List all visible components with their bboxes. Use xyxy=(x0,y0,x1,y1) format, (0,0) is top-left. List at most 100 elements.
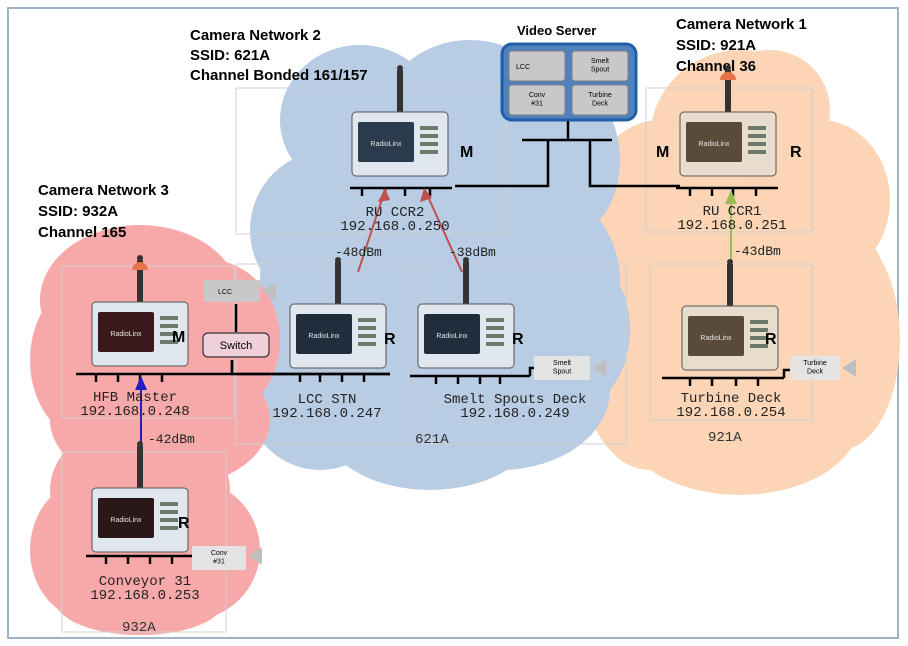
switch[interactable]: Switch xyxy=(202,332,270,358)
arrow-conveyor-hfb xyxy=(135,376,147,390)
status-led xyxy=(420,142,438,146)
network-1-ssid: SSID: 921A xyxy=(676,37,756,54)
network-3-label: Camera Network 3 SSID: 932A Channel 165 xyxy=(38,182,169,241)
status-led xyxy=(750,344,768,348)
radio-ip: 192.168.0.250 xyxy=(340,219,449,235)
network-1-label: Camera Network 1 SSID: 921A Channel 36 xyxy=(676,16,807,75)
link-lcc-ccr2 xyxy=(357,189,386,273)
signal-turbine: -43dBm xyxy=(734,244,781,259)
network-3-ssid: SSID: 932A xyxy=(38,203,118,220)
status-led xyxy=(750,328,768,332)
status-led xyxy=(486,326,504,330)
camera-conv-body[interactable] xyxy=(192,546,246,570)
signal-flag-icon xyxy=(132,262,148,270)
zone-921A-label: 921A xyxy=(708,430,742,446)
zone-932A-label: 932A xyxy=(122,620,156,636)
status-led xyxy=(160,502,178,506)
radio-role: R xyxy=(384,331,396,348)
status-led xyxy=(160,316,178,320)
radio-brand: RadioLinx xyxy=(436,333,468,340)
antenna-tip-icon xyxy=(397,65,403,71)
video-server-tile-conv[interactable] xyxy=(508,84,566,116)
status-led xyxy=(358,334,376,338)
antenna-icon xyxy=(725,70,731,114)
wire-smelt-camera xyxy=(528,366,534,376)
arrow-turbine-ccr1 xyxy=(725,190,737,204)
video-server-tile-lcc[interactable] xyxy=(508,50,566,82)
signal-smelt: -38dBm xyxy=(449,245,496,260)
status-led xyxy=(486,342,504,346)
status-led xyxy=(358,318,376,322)
radio-ip: 192.168.0.253 xyxy=(90,588,199,604)
status-led xyxy=(748,126,766,130)
camera-turbine-lens-icon xyxy=(842,359,856,377)
radio-brand: RadioLinx xyxy=(700,335,732,342)
radio-role: M xyxy=(172,329,185,346)
radio-brand: RadioLinx xyxy=(698,141,730,148)
radio-ip: 192.168.0.247 xyxy=(272,406,381,422)
video-server-tile-turbine[interactable] xyxy=(571,84,629,116)
radio-name: Turbine Deck xyxy=(681,391,782,407)
network-2-ssid: SSID: 621A xyxy=(190,47,270,64)
network-1-channel: Channel 36 xyxy=(676,58,756,75)
status-led xyxy=(748,142,766,146)
camera-lcc[interactable]: LCC xyxy=(204,280,276,302)
radio-ip: 192.168.0.249 xyxy=(460,406,569,422)
status-led xyxy=(160,332,178,336)
status-led xyxy=(420,150,438,154)
radio-ip: 192.168.0.251 xyxy=(677,218,786,234)
camera-conv[interactable]: Conv#31 xyxy=(192,546,262,570)
radio-faceplate xyxy=(688,316,744,356)
switch-box[interactable] xyxy=(202,332,270,358)
radio-ip: 192.168.0.248 xyxy=(80,404,189,420)
status-led xyxy=(750,336,768,340)
antenna-icon xyxy=(137,260,143,304)
radio-role: R xyxy=(790,144,802,161)
arrow-smelt-ccr2 xyxy=(420,188,432,202)
antenna-tip-icon xyxy=(727,259,733,265)
wiring xyxy=(76,121,790,564)
video-server-tile-conv-label: Conv#31 xyxy=(529,92,546,107)
camera-lcc-body[interactable] xyxy=(204,280,260,302)
status-led xyxy=(420,134,438,138)
video-server-tile-smelt[interactable] xyxy=(571,50,629,82)
status-led xyxy=(748,150,766,154)
wire-to-ccr2 xyxy=(455,140,550,188)
status-led xyxy=(420,126,438,130)
radio-brand: RadioLinx xyxy=(370,141,402,148)
radio-name: HFB Master xyxy=(93,390,177,406)
video-server-title: Video Server xyxy=(517,23,596,38)
link-smelt-ccr2 xyxy=(424,189,463,273)
radio-role-left: M xyxy=(656,144,669,161)
network-2-title: Camera Network 2 xyxy=(190,27,321,44)
radio-brand: RadioLinx xyxy=(308,333,340,340)
antenna-icon xyxy=(137,446,143,490)
antenna-icon xyxy=(335,262,341,306)
radio-faceplate xyxy=(98,312,154,352)
camera-turbine-body[interactable] xyxy=(790,356,840,380)
camera-smelt-body[interactable] xyxy=(534,356,590,380)
radio-ip: 192.168.0.254 xyxy=(676,405,785,421)
radio-brand: RadioLinx xyxy=(110,331,142,338)
antenna-icon xyxy=(727,264,733,308)
antenna-icon xyxy=(463,262,469,306)
radio-name: RU CCR2 xyxy=(366,205,425,221)
radio-faceplate xyxy=(686,122,742,162)
network-2-label: Camera Network 2 SSID: 621A Channel Bond… xyxy=(190,27,368,84)
status-led xyxy=(358,326,376,330)
